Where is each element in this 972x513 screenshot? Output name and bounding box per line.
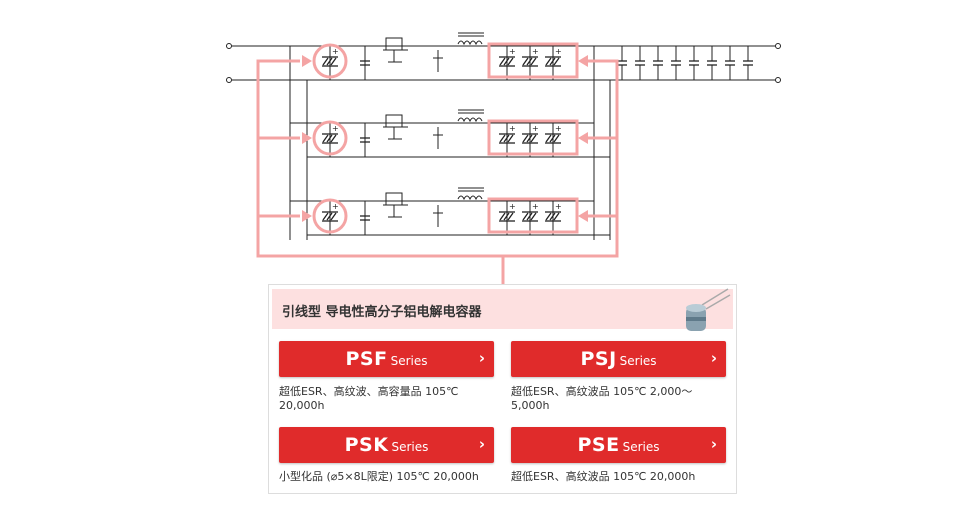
chevron-right-icon: › [478,349,485,367]
series-name: PSF [345,348,388,370]
chevron-right-icon: › [710,349,717,367]
series-desc-psf: 超低ESR、高纹波、高容量品 105℃ 20,000h [279,385,459,412]
panel-header: 引线型 导电性高分子铝电解电容器 [272,288,733,331]
series-name: PSJ [580,348,617,370]
series-desc-pse: 超低ESR、高纹波品 105℃ 20,000h [511,470,696,483]
series-suffix: Series [391,440,429,454]
series-desc-psk: 小型化品 (⌀5×8L限定) 105℃ 20,000h [279,470,479,483]
panel-title: 引线型 导电性高分子铝电解电容器 [282,305,482,320]
series-name: PSE [577,434,620,456]
chevron-right-icon: › [710,435,717,453]
series-name: PSK [344,434,389,456]
circuit-diagram: + [226,32,781,284]
chevron-right-icon: › [478,435,485,453]
series-suffix: Series [622,440,660,454]
series-desc-psj: 超低ESR、高纹波品 105℃ 2,000～5,000h [511,385,693,412]
series-suffix: Series [390,354,428,368]
series-suffix: Series [619,354,657,368]
capacitor-photo-icon [686,288,731,331]
